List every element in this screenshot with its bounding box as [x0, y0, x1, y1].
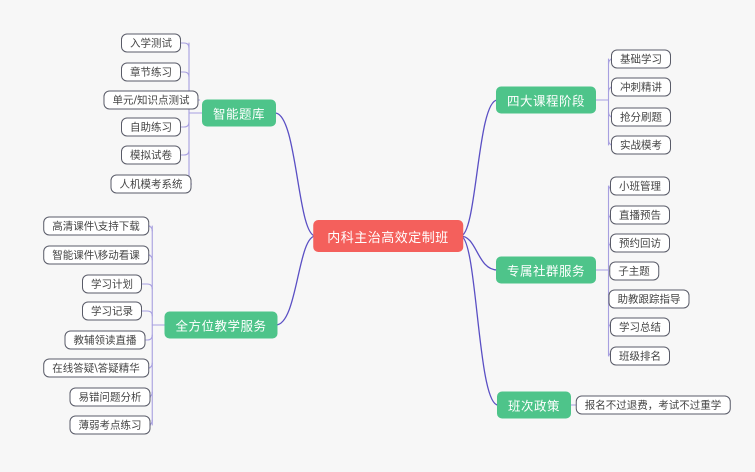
- branch-node-class-policy[interactable]: 班次政策: [496, 391, 572, 419]
- leaf-node-exclusive-community-service-0[interactable]: 小班管理: [610, 176, 670, 196]
- leaf-node-comprehensive-teaching-service-7[interactable]: 薄弱考点练习: [69, 415, 151, 435]
- leaf-node-class-policy-0[interactable]: 报名不过退费，考试不过重学: [575, 395, 731, 415]
- leaf-node-comprehensive-teaching-service-6[interactable]: 易错问题分析: [69, 387, 151, 407]
- leaf-node-four-course-stages-0[interactable]: 基础学习: [611, 49, 671, 69]
- leaf-node-four-course-stages-1[interactable]: 冲刺精讲: [611, 77, 671, 97]
- leaf-node-four-course-stages-2[interactable]: 抢分刷题: [611, 107, 671, 127]
- leaf-node-exclusive-community-service-5[interactable]: 学习总结: [610, 317, 670, 337]
- leaf-node-exclusive-community-service-3[interactable]: 子主题: [609, 261, 659, 281]
- leaf-node-comprehensive-teaching-service-2[interactable]: 学习计划: [82, 274, 142, 294]
- branch-node-four-course-stages[interactable]: 四大课程阶段: [495, 86, 597, 114]
- leaf-node-exclusive-community-service-1[interactable]: 直播预告: [610, 205, 670, 225]
- leaf-node-comprehensive-teaching-service-3[interactable]: 学习记录: [82, 301, 142, 321]
- leaf-node-intelligent-question-bank-4[interactable]: 模拟试卷: [121, 145, 181, 165]
- leaf-node-comprehensive-teaching-service-0[interactable]: 高清课件\支持下载: [43, 216, 149, 236]
- leaf-node-intelligent-question-bank-5[interactable]: 人机模考系统: [110, 174, 192, 194]
- leaf-node-intelligent-question-bank-2[interactable]: 单元/知识点测试: [103, 90, 199, 110]
- leaf-node-comprehensive-teaching-service-5[interactable]: 在线答疑\答疑精华: [43, 358, 149, 378]
- branch-node-intelligent-question-bank[interactable]: 智能题库: [201, 99, 277, 127]
- leaf-node-four-course-stages-3[interactable]: 实战模考: [611, 135, 671, 155]
- leaf-node-comprehensive-teaching-service-4[interactable]: 教辅领读直播: [64, 330, 146, 350]
- root-node[interactable]: 内科主治高效定制班: [313, 220, 463, 252]
- branch-node-exclusive-community-service[interactable]: 专属社群服务: [495, 256, 597, 284]
- leaf-node-intelligent-question-bank-1[interactable]: 章节练习: [121, 62, 181, 82]
- leaf-node-exclusive-community-service-4[interactable]: 助教跟踪指导: [608, 289, 690, 309]
- leaf-node-comprehensive-teaching-service-1[interactable]: 智能课件\移动看课: [43, 245, 149, 265]
- leaf-node-exclusive-community-service-2[interactable]: 预约回访: [610, 233, 670, 253]
- leaf-node-intelligent-question-bank-3[interactable]: 自助练习: [121, 117, 181, 137]
- branch-node-comprehensive-teaching-service[interactable]: 全方位教学服务: [164, 311, 278, 339]
- leaf-node-intelligent-question-bank-0[interactable]: 入学测试: [121, 33, 181, 53]
- leaf-node-exclusive-community-service-6[interactable]: 班级排名: [610, 346, 670, 366]
